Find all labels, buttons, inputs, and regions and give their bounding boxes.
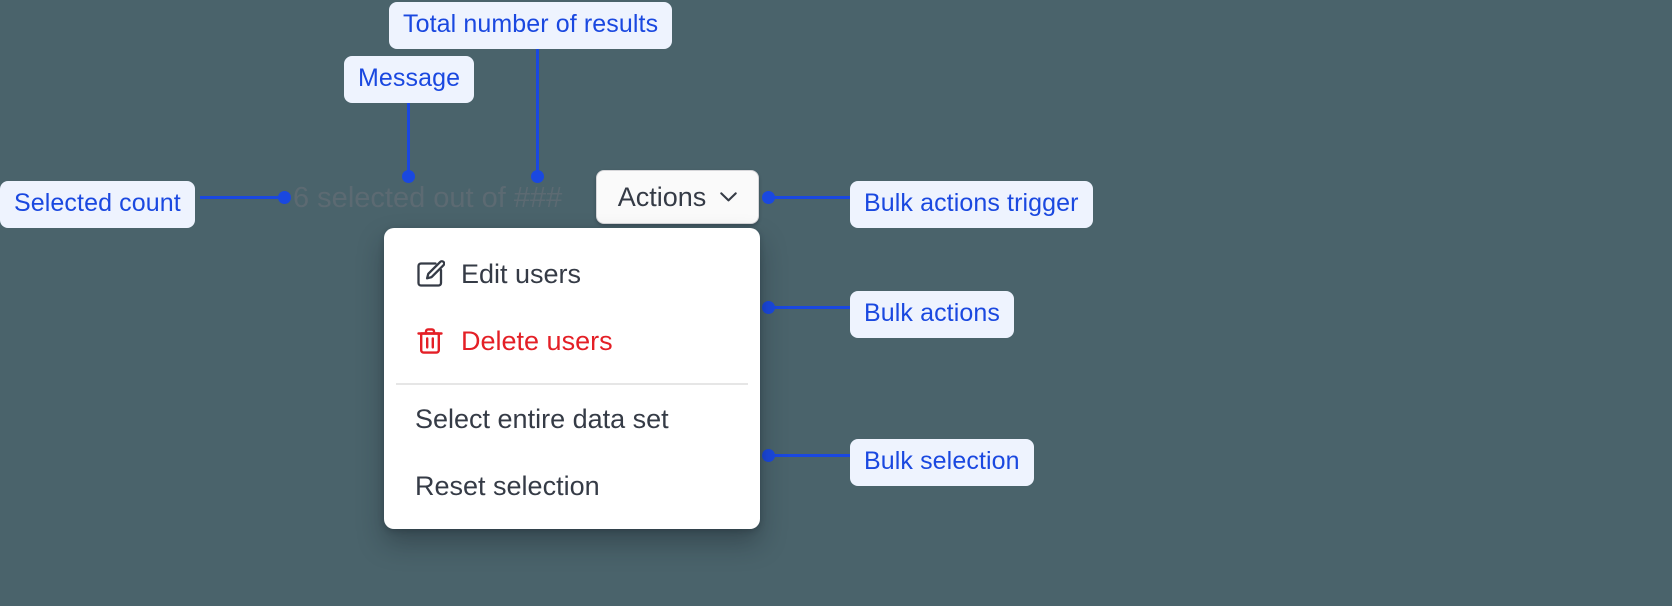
chevron-down-icon: [720, 192, 738, 202]
bulk-actions-trigger-label: Actions: [617, 181, 707, 212]
selection-count-message: 6 selected out of ###: [293, 182, 563, 214]
menu-item-label: Select entire data set: [415, 403, 669, 434]
bulk-actions-menu: Edit users Delete users Select entire da…: [384, 228, 760, 529]
annotation-bulk-selection: Bulk selection: [850, 439, 1034, 486]
annotation-bulk-actions-trigger: Bulk actions trigger: [850, 181, 1093, 228]
menu-item-label: Edit users: [461, 258, 582, 289]
trash-icon: [415, 326, 445, 356]
leader-line-bulk-selection: [766, 454, 856, 457]
bulk-actions-trigger-button[interactable]: Actions: [596, 170, 759, 224]
menu-item-reset-selection[interactable]: Reset selection: [384, 452, 760, 520]
menu-divider: [396, 383, 748, 385]
annotation-selected-count: Selected count: [0, 181, 195, 228]
leader-dot-total-results: [531, 170, 544, 183]
annotation-message: Message: [344, 56, 475, 103]
leader-line-message: [407, 92, 410, 176]
leader-line-bulk-actions: [766, 306, 856, 309]
annotation-total-number-of-results: Total number of results: [389, 2, 673, 49]
leader-dot-bulk-actions: [762, 301, 775, 314]
leader-line-total-results: [536, 38, 539, 176]
leader-line-bulk-actions-trigger: [766, 196, 856, 199]
menu-item-label: Delete users: [461, 325, 613, 356]
menu-item-select-entire-data-set[interactable]: Select entire data set: [384, 385, 760, 453]
annotation-bulk-actions: Bulk actions: [850, 291, 1014, 338]
menu-item-label: Reset selection: [415, 470, 600, 501]
leader-dot-selected-count: [278, 191, 291, 204]
edit-pencil-icon: [415, 259, 446, 289]
menu-item-edit-users[interactable]: Edit users: [384, 240, 760, 308]
leader-dot-message: [402, 170, 415, 183]
leader-dot-bulk-selection: [762, 449, 775, 462]
leader-dot-bulk-actions-trigger: [762, 191, 775, 204]
menu-item-delete-users[interactable]: Delete users: [384, 307, 760, 375]
leader-line-selected-count: [200, 196, 290, 199]
